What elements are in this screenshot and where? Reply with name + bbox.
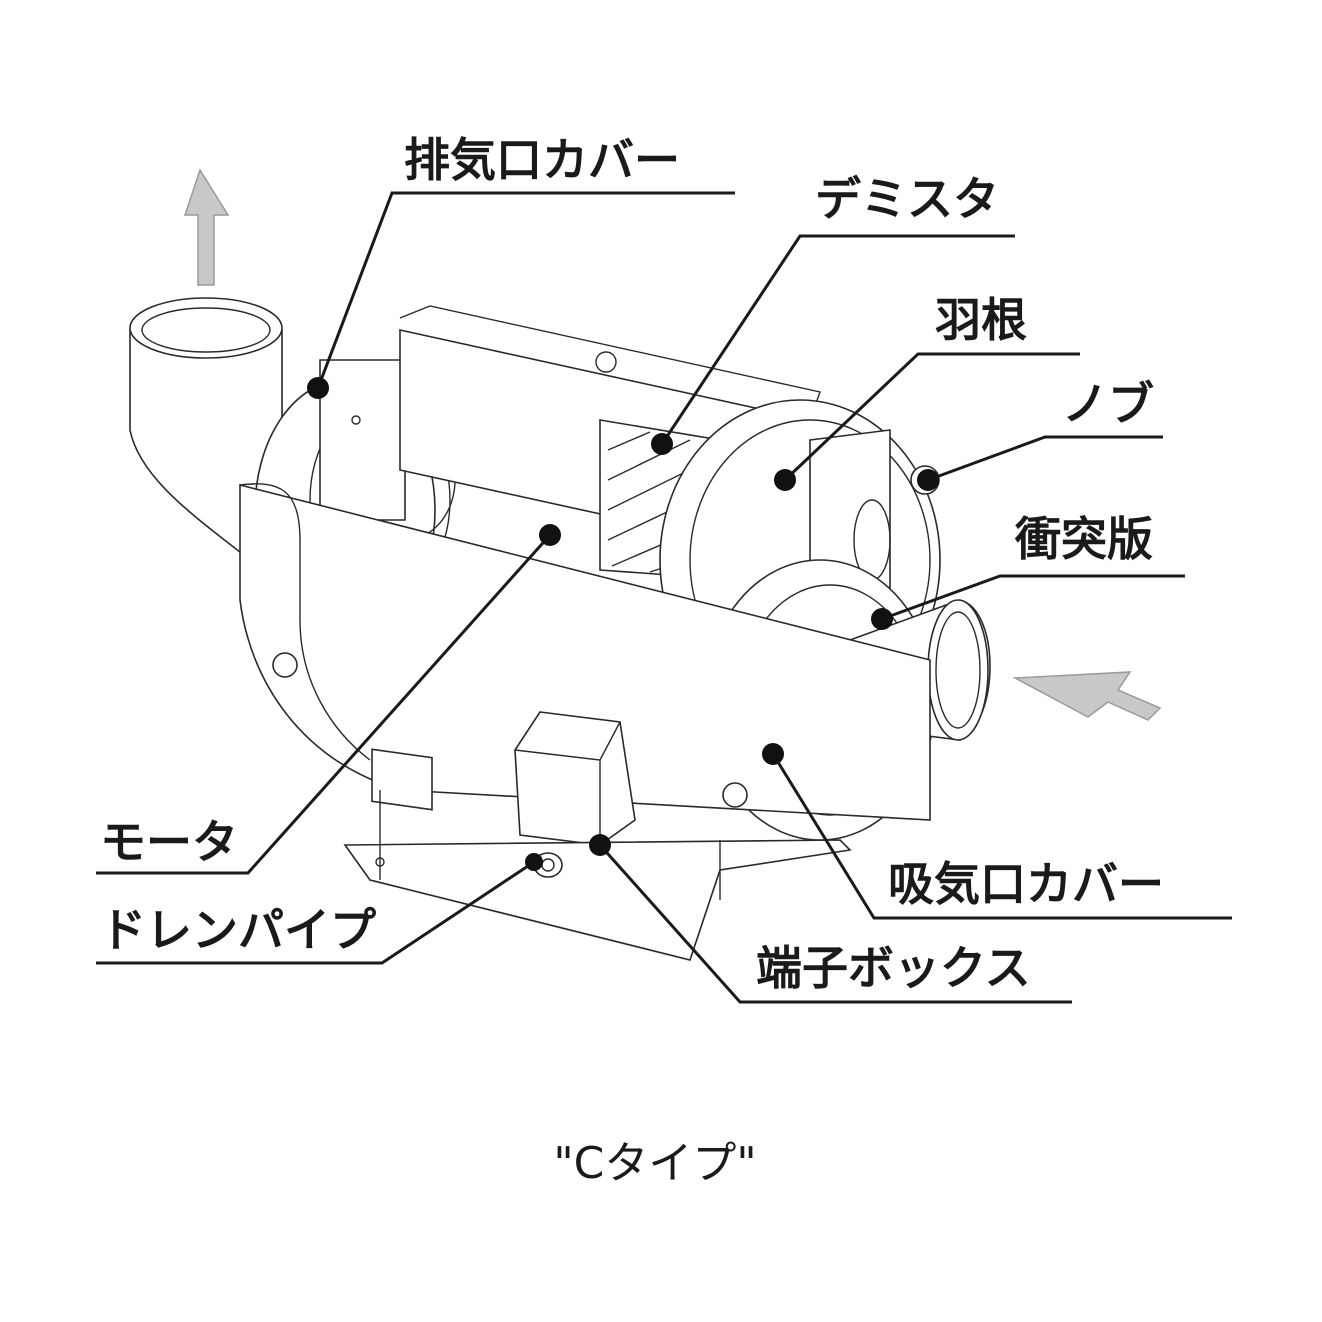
arrow-left-icon	[1012, 671, 1162, 721]
blower-illustration	[129, 297, 991, 961]
label-demister: デミスタ	[815, 172, 999, 226]
callout-demister: デミスタ	[651, 172, 1015, 455]
label-exhaust-cover: 排気口カバー	[404, 133, 680, 187]
callout-motor: モータ	[96, 524, 561, 875]
label-knob: ノブ	[1062, 377, 1154, 431]
callout-terminal-box: 端子ボックス	[589, 834, 1072, 1004]
callout-knob: ノブ	[917, 377, 1163, 491]
callout-impeller: 羽根	[774, 293, 1080, 491]
label-impeller: 羽根	[935, 293, 1027, 347]
label-drain-pipe: ドレンパイプ	[100, 903, 376, 957]
callout-intake-cover: 吸気口カバー	[762, 743, 1232, 920]
callout-drain-pipe: ドレンパイプ	[96, 853, 543, 965]
callout-exhaust-cover: 排気口カバー	[307, 133, 735, 399]
arrow-up-icon	[183, 168, 230, 286]
label-terminal-box: 端子ボックス	[756, 941, 1031, 995]
label-intake-cover: 吸気口カバー	[888, 857, 1164, 911]
label-impact-plate: 衝突版	[1014, 512, 1153, 566]
diagram-caption: "Cタイプ"	[553, 1138, 756, 1189]
callout-impact-plate: 衝突版	[871, 512, 1185, 630]
label-motor: モータ	[100, 815, 238, 869]
